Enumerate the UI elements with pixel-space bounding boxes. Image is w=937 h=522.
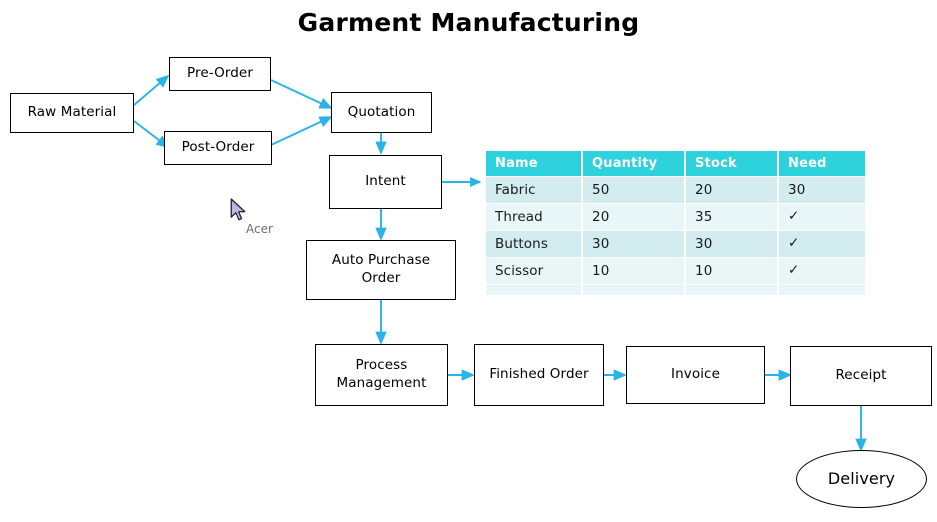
- node-receipt[interactable]: Receipt: [790, 346, 932, 406]
- node-raw-material[interactable]: Raw Material: [10, 93, 134, 133]
- cell-name: Scissor: [486, 258, 581, 284]
- cursor-arrow-icon: [230, 198, 246, 221]
- node-quotation[interactable]: Quotation: [331, 92, 432, 133]
- table-row[interactable]: Buttons 30 30 ✓: [486, 231, 865, 257]
- node-finished-order[interactable]: Finished Order: [474, 344, 604, 406]
- node-label: Quotation: [347, 103, 416, 120]
- node-invoice[interactable]: Invoice: [626, 346, 765, 404]
- cursor-label: Acer: [246, 222, 273, 236]
- arrow-preorder-to-quotation: [270, 79, 333, 109]
- node-label: Receipt: [835, 367, 887, 384]
- node-delivery[interactable]: Delivery: [796, 450, 927, 508]
- column-header-need[interactable]: Need: [779, 151, 865, 176]
- node-intent[interactable]: Intent: [329, 155, 442, 209]
- node-label: Auto Purchase Order: [331, 252, 431, 286]
- cell-name: Fabric: [486, 177, 581, 203]
- node-label: Intent: [365, 173, 406, 190]
- column-header-quantity[interactable]: Quantity: [583, 151, 684, 176]
- cell-need: ✓: [779, 258, 865, 284]
- cell-need: ✓: [779, 231, 865, 257]
- node-label: Post-Order: [181, 139, 255, 156]
- mouse-cursor: Acer: [230, 198, 273, 236]
- column-header-stock[interactable]: Stock: [686, 151, 777, 176]
- filler-cell: [486, 285, 581, 295]
- arrow-postorder-to-quotation: [270, 116, 333, 146]
- cell-stock: 20: [686, 177, 777, 203]
- page-title: Garment Manufacturing: [297, 8, 640, 37]
- cell-stock: 35: [686, 204, 777, 230]
- cell-stock: 30: [686, 231, 777, 257]
- table-header-row: Name Quantity Stock Need: [486, 151, 865, 176]
- cell-stock: 10: [686, 258, 777, 284]
- cell-need: 30: [779, 177, 865, 203]
- materials-table: Name Quantity Stock Need Fabric 50 20 30…: [484, 150, 867, 296]
- cell-need: ✓: [779, 204, 865, 230]
- node-label: Delivery: [827, 469, 896, 489]
- node-label: Raw Material: [27, 104, 117, 121]
- node-process-management[interactable]: Process Management: [315, 344, 448, 406]
- node-label: Process Management: [336, 357, 427, 391]
- cell-quantity: 10: [583, 258, 684, 284]
- table-row[interactable]: Thread 20 35 ✓: [486, 204, 865, 230]
- cell-name: Thread: [486, 204, 581, 230]
- column-header-name[interactable]: Name: [486, 151, 581, 176]
- table-row[interactable]: Fabric 50 20 30: [486, 177, 865, 203]
- filler-cell: [686, 285, 777, 295]
- arrow-raw-to-postorder: [133, 120, 170, 149]
- cell-quantity: 20: [583, 204, 684, 230]
- arrow-raw-to-preorder: [133, 74, 170, 106]
- filler-cell: [583, 285, 684, 295]
- node-label: Invoice: [671, 366, 720, 383]
- node-post-order[interactable]: Post-Order: [164, 131, 272, 165]
- filler-cell: [779, 285, 865, 295]
- table-row[interactable]: Scissor 10 10 ✓: [486, 258, 865, 284]
- cell-quantity: 30: [583, 231, 684, 257]
- table-filler-row: [486, 285, 865, 295]
- node-label: Pre-Order: [187, 65, 253, 82]
- cell-quantity: 50: [583, 177, 684, 203]
- cell-name: Buttons: [486, 231, 581, 257]
- node-label: Finished Order: [489, 366, 589, 383]
- node-auto-purchase-order[interactable]: Auto Purchase Order: [306, 240, 456, 300]
- node-pre-order[interactable]: Pre-Order: [169, 57, 271, 91]
